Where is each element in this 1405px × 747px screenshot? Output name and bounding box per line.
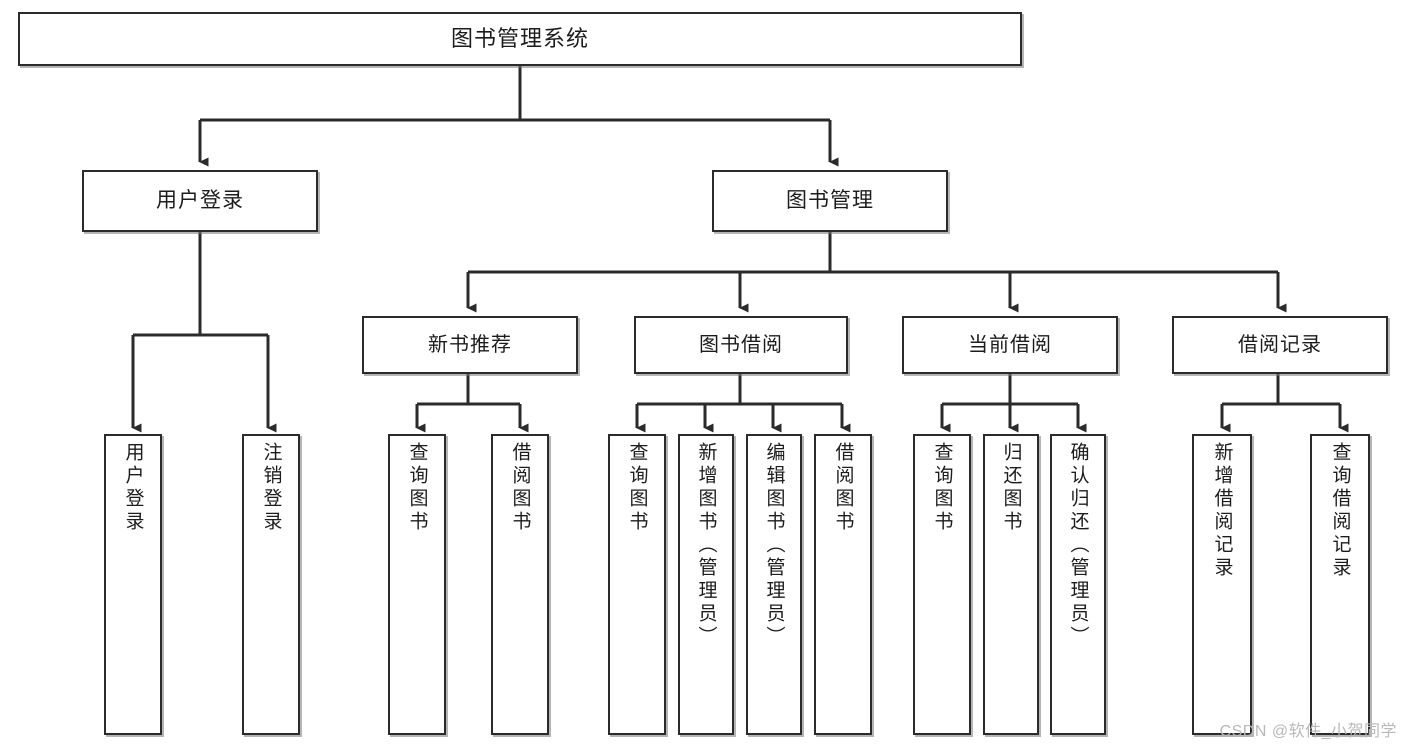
leaf-add-book[interactable]: 新增图书（管理员） — [678, 434, 734, 735]
node-book-manage[interactable]: 图书管理 — [712, 170, 948, 232]
node-book-manage-label: 图书管理 — [786, 188, 874, 212]
leaf-query-record-label: 查询借阅记录 — [1329, 442, 1351, 580]
node-root[interactable]: 图书管理系统 — [18, 12, 1022, 66]
leaf-borrow-book-1-label: 借阅图书 — [509, 442, 531, 534]
node-borrow-record-label: 借阅记录 — [1238, 333, 1322, 356]
leaf-query-book-2-label: 查询图书 — [626, 442, 648, 534]
leaf-query-book-1-label: 查询图书 — [406, 442, 428, 534]
leaf-query-book-3-label: 查询图书 — [931, 442, 953, 534]
node-root-label: 图书管理系统 — [450, 26, 589, 52]
leaf-add-record[interactable]: 新增借阅记录 — [1192, 434, 1252, 735]
node-current-borrow-label: 当前借阅 — [968, 333, 1052, 356]
leaf-query-book-3[interactable]: 查询图书 — [913, 434, 971, 735]
leaf-confirm-return[interactable]: 确认归还（管理员） — [1050, 434, 1106, 735]
leaf-logout-label: 注销登录 — [260, 442, 282, 534]
leaf-edit-book-label: 编辑图书（管理员） — [763, 442, 785, 649]
node-new-book-rec[interactable]: 新书推荐 — [362, 316, 578, 374]
node-user-login[interactable]: 用户登录 — [82, 170, 318, 232]
leaf-return-book-label: 归还图书 — [1000, 442, 1022, 534]
leaf-add-record-label: 新增借阅记录 — [1211, 442, 1233, 580]
node-user-login-label: 用户登录 — [156, 188, 244, 212]
node-new-book-rec-label: 新书推荐 — [428, 333, 512, 356]
node-borrow-record[interactable]: 借阅记录 — [1172, 316, 1388, 374]
leaf-confirm-return-label: 确认归还（管理员） — [1067, 442, 1089, 649]
node-current-borrow[interactable]: 当前借阅 — [902, 316, 1118, 374]
leaf-query-record[interactable]: 查询借阅记录 — [1310, 434, 1370, 735]
leaf-edit-book[interactable]: 编辑图书（管理员） — [746, 434, 802, 735]
leaf-borrow-book-2-label: 借阅图书 — [832, 442, 854, 534]
node-book-borrow-label: 图书借阅 — [699, 333, 783, 356]
leaf-return-book[interactable]: 归还图书 — [983, 434, 1039, 735]
leaf-user-login-label: 用户登录 — [122, 442, 144, 534]
leaf-user-login[interactable]: 用户登录 — [104, 434, 162, 735]
node-book-borrow[interactable]: 图书借阅 — [634, 316, 848, 374]
leaf-borrow-book-1[interactable]: 借阅图书 — [491, 434, 549, 735]
leaf-add-book-label: 新增图书（管理员） — [695, 442, 717, 649]
watermark: CSDN @软件_小贺同学 — [1219, 723, 1397, 740]
leaf-borrow-book-2[interactable]: 借阅图书 — [814, 434, 872, 735]
leaf-query-book-2[interactable]: 查询图书 — [608, 434, 666, 735]
leaf-query-book-1[interactable]: 查询图书 — [388, 434, 446, 735]
leaf-logout[interactable]: 注销登录 — [242, 434, 300, 735]
